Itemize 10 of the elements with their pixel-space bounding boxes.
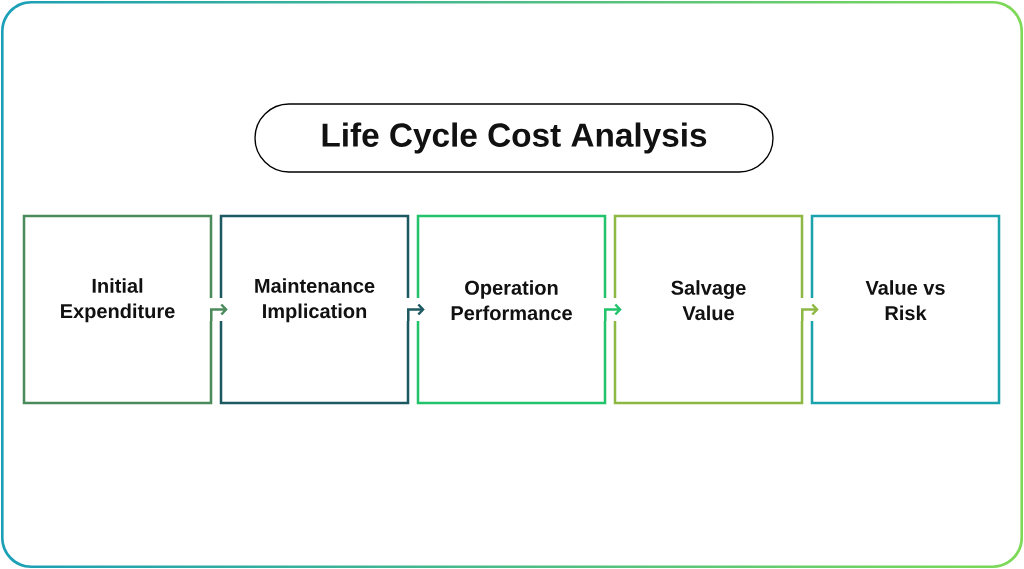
step-box: Salvage Value [613, 214, 804, 405]
arrow [210, 303, 228, 321]
step-box: Maintenance Implication [219, 214, 410, 405]
arrow [801, 303, 819, 321]
arrow [604, 303, 622, 321]
step-box: Operation Performance [416, 214, 607, 405]
title-pill: Life Cycle Cost Analysis [254, 103, 774, 173]
arrow [407, 303, 425, 321]
step-box: Value vs Risk [810, 214, 1001, 405]
step-box: Initial Expenditure [22, 214, 213, 405]
